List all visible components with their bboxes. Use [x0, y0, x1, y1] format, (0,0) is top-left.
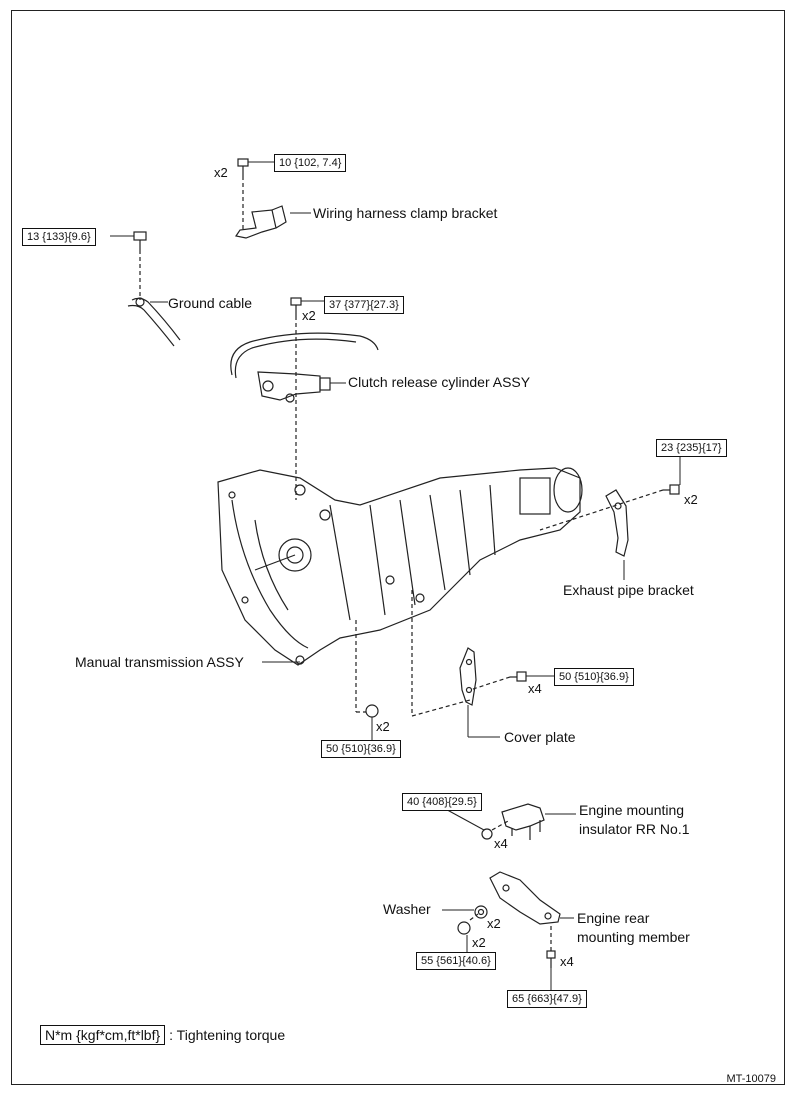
clamp-bracket-part	[235, 205, 287, 239]
torque-member-bolt: 65 {663}{47.9}	[507, 990, 587, 1008]
nut-washer	[457, 921, 471, 935]
rear-member-part	[489, 871, 561, 925]
nut-transmission	[365, 704, 379, 718]
qty-cover: x4	[528, 681, 542, 696]
bolt-clamp	[237, 158, 249, 176]
label-manual-transmission: Manual transmission ASSY	[75, 654, 244, 670]
qty-clutch: x2	[302, 308, 316, 323]
legend-description: : Tightening torque	[169, 1027, 286, 1043]
torque-cover-bolt: 50 {510}{36.9}	[554, 668, 634, 686]
transmission-part	[217, 467, 583, 666]
torque-legend: N*m {kgf*cm,ft*lbf}: Tightening torque	[40, 1025, 286, 1045]
bolt-ground	[133, 231, 147, 250]
bolt-cover	[510, 671, 527, 682]
legend-unit-box: N*m {kgf*cm,ft*lbf}	[40, 1025, 166, 1045]
label-engine-rear-mounting-2: mounting member	[577, 929, 690, 945]
qty-exhaust: x2	[684, 492, 698, 507]
torque-clutch-bolt: 37 {377}{27.3}	[324, 296, 404, 314]
label-clutch-release-cylinder: Clutch release cylinder ASSY	[348, 374, 531, 390]
qty-washer: x2	[487, 916, 501, 931]
washer-part	[474, 905, 488, 919]
qty-insulator: x4	[494, 836, 508, 851]
label-engine-mounting-insulator-1: Engine mounting	[579, 802, 685, 818]
diagram-frame	[11, 10, 785, 1085]
torque-ground-bolt: 13 {133}{9.6}	[22, 228, 96, 246]
torque-transmission-nut: 50 {510}{36.9}	[321, 740, 401, 758]
bolt-clutch	[290, 297, 302, 316]
label-washer: Washer	[383, 901, 431, 917]
figure-code: MT-10079	[726, 1073, 776, 1085]
torque-clamp-bolt: 10 {102, 7.4}	[274, 154, 347, 172]
label-engine-mounting-insulator-2: insulator RR No.1	[579, 821, 690, 837]
bolt-exhaust	[663, 484, 680, 495]
nut-insulator	[481, 828, 493, 840]
torque-washer-nut: 55 {561}{40.6}	[416, 952, 496, 970]
qty-member: x4	[560, 954, 574, 969]
label-wiring-harness-clamp-bracket: Wiring harness clamp bracket	[313, 205, 498, 221]
label-engine-rear-mounting-1: Engine rear	[577, 910, 650, 926]
label-exhaust-pipe-bracket: Exhaust pipe bracket	[563, 582, 694, 598]
torque-insulator-nut: 40 {408}{29.5}	[402, 793, 482, 811]
qty-clamp: x2	[214, 165, 228, 180]
torque-exhaust-bolt: 23 {235}{17}	[656, 439, 727, 457]
clutch-cylinder-part	[230, 332, 379, 403]
label-ground-cable: Ground cable	[168, 295, 253, 311]
label-cover-plate: Cover plate	[504, 729, 576, 745]
qty-transmission: x2	[376, 719, 390, 734]
bolt-member	[546, 950, 556, 968]
ground-cable-part	[127, 297, 181, 347]
qty-washer-nut: x2	[472, 935, 486, 950]
exhaust-bracket-part	[605, 489, 629, 557]
insulator-part	[501, 803, 545, 840]
cover-plate-part	[459, 647, 477, 706]
